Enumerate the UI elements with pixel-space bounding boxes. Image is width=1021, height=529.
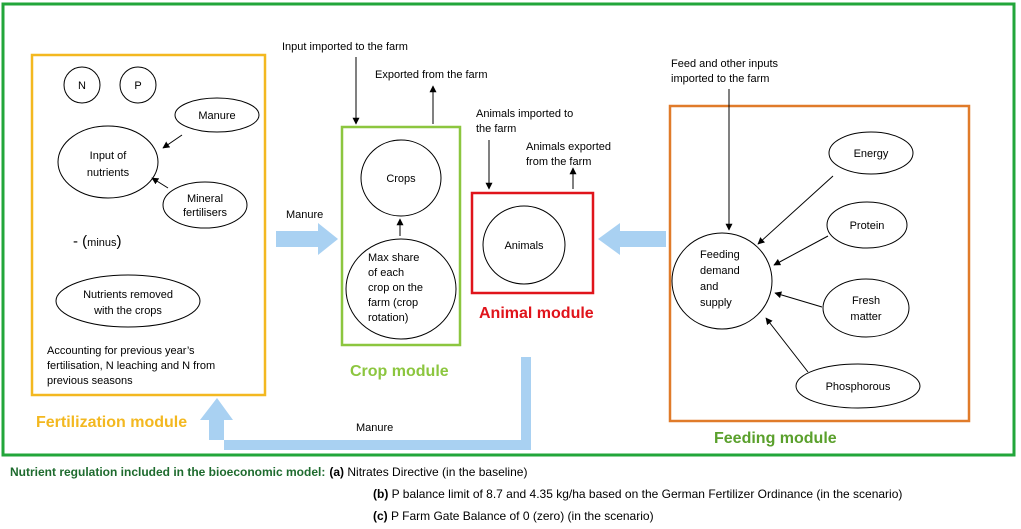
energy-label: Energy — [854, 148, 889, 160]
manure-return-label: Manure — [356, 422, 393, 434]
fertilization-module-box — [30, 53, 267, 397]
crops-node — [360, 139, 442, 217]
mineral-fertilisers-node — [162, 181, 248, 229]
feeding-demand-line1: Feeding — [700, 249, 740, 261]
animal-module-title: Animal module — [479, 305, 594, 322]
crops-label: Crops — [386, 173, 416, 185]
protein-node — [826, 201, 908, 249]
nutrients-removed-line2: with the crops — [93, 305, 162, 317]
input-of-nutrients-node — [57, 125, 159, 199]
max-share-line4: farm (crop — [368, 297, 418, 309]
max-share-line5: rotation) — [368, 312, 408, 324]
manure-flow-label: Manure — [286, 209, 323, 221]
regulation-heading: Nutrient regulation included in the bioe… — [10, 465, 326, 479]
feeding-demand-node — [671, 232, 773, 330]
nutrients-removed-node — [55, 274, 201, 328]
regulation-item-a-text: Nitrates Directive (in the baseline) — [344, 465, 528, 479]
animals-exported-line2: from the farm — [526, 156, 591, 168]
regulation-item-a-marker: (a) — [329, 465, 345, 479]
exported-label: Exported from the farm — [375, 69, 488, 81]
manure-node-label: Manure — [198, 110, 235, 122]
manure-node — [174, 97, 260, 133]
input-imported-label: Input imported to the farm — [282, 41, 408, 53]
fresh-matter-line1: Fresh — [852, 295, 880, 307]
manure-return-arrow — [200, 357, 531, 450]
fertilization-module-title: Fertilization module — [36, 414, 187, 431]
feeding-module-box — [668, 104, 971, 423]
animals-imported-line1: Animals imported to — [476, 108, 573, 120]
accounting-note-line3: previous seasons — [47, 375, 133, 387]
crop-module-box — [340, 125, 462, 347]
nutrients-removed-line1: Nutrients removed — [83, 289, 173, 301]
regulation-item-c: (c) P Farm Gate Balance of 0 (zero) (in … — [373, 508, 654, 525]
minus-label: - (minus) — [73, 233, 122, 250]
manure-flow-arrow — [276, 223, 338, 255]
protein-label: Protein — [850, 220, 885, 232]
regulation-item-a: (a) Nitrates Directive (in the baseline) — [329, 464, 527, 481]
fresh-matter-to-feeding-arrow — [774, 291, 823, 308]
animals-node — [482, 205, 566, 285]
n-label: N — [78, 80, 86, 92]
feeding-demand-line3: and — [700, 281, 718, 293]
regulation-item-b-marker: (b) — [373, 487, 389, 501]
mineral-to-input-arrow — [151, 177, 169, 189]
energy-to-feeding-arrow — [757, 175, 834, 245]
protein-to-feeding-arrow — [773, 235, 829, 266]
feed-flow-arrow — [598, 223, 666, 255]
max-share-node — [345, 238, 457, 340]
input-of-nutrients-line1: Input of — [90, 150, 128, 162]
p-circle — [119, 66, 157, 104]
input-of-nutrients-line2: nutrients — [87, 167, 130, 179]
phosphorous-node — [795, 363, 921, 409]
feeding-module-title: Feeding module — [714, 430, 837, 447]
feed-imported-line2: imported to the farm — [671, 73, 769, 85]
max-share-line2: of each — [368, 267, 404, 279]
regulation-item-c-text: P Farm Gate Balance of 0 (zero) (in the … — [387, 509, 654, 523]
n-circle — [63, 66, 101, 104]
energy-node — [828, 131, 914, 175]
outer-border — [1, 2, 1016, 457]
p-label: P — [134, 80, 141, 92]
regulation-item-b-text: P balance limit of 8.7 and 4.35 kg/ha ba… — [388, 487, 903, 501]
regulation-item-c-marker: (c) — [373, 509, 388, 523]
max-share-line1: Max share — [368, 252, 419, 264]
feed-imported-line1: Feed and other inputs — [671, 58, 779, 70]
phosphorous-label: Phosphorous — [826, 381, 891, 393]
animals-label: Animals — [504, 240, 544, 252]
regulation-item-b: (b) P balance limit of 8.7 and 4.35 kg/h… — [373, 486, 902, 503]
animal-module-box — [470, 191, 595, 295]
animals-imported-line2: the farm — [476, 123, 516, 135]
accounting-note-line2: fertilisation, N leaching and N from — [47, 360, 215, 372]
accounting-note-line1: Accounting for previous year’s — [47, 345, 195, 357]
manure-to-input-arrow — [162, 134, 183, 149]
crop-module-title: Crop module — [350, 363, 449, 380]
feeding-demand-line4: supply — [700, 297, 732, 309]
phosphorous-to-feeding-arrow — [765, 317, 809, 373]
feeding-demand-line2: demand — [700, 265, 740, 277]
fresh-matter-line2: matter — [850, 311, 882, 323]
mineral-fertilisers-line2: fertilisers — [183, 207, 228, 219]
animals-exported-line1: Animals exported — [526, 141, 611, 153]
fresh-matter-node — [822, 278, 910, 338]
mineral-fertilisers-line1: Mineral — [187, 193, 223, 205]
farm-model-diagram: N P Manure Input of nutrients Mineral fe… — [1, 2, 1016, 457]
regulation-footer: Nutrient regulation included in the bioe… — [0, 464, 1021, 528]
max-share-line3: crop on the — [368, 282, 423, 294]
